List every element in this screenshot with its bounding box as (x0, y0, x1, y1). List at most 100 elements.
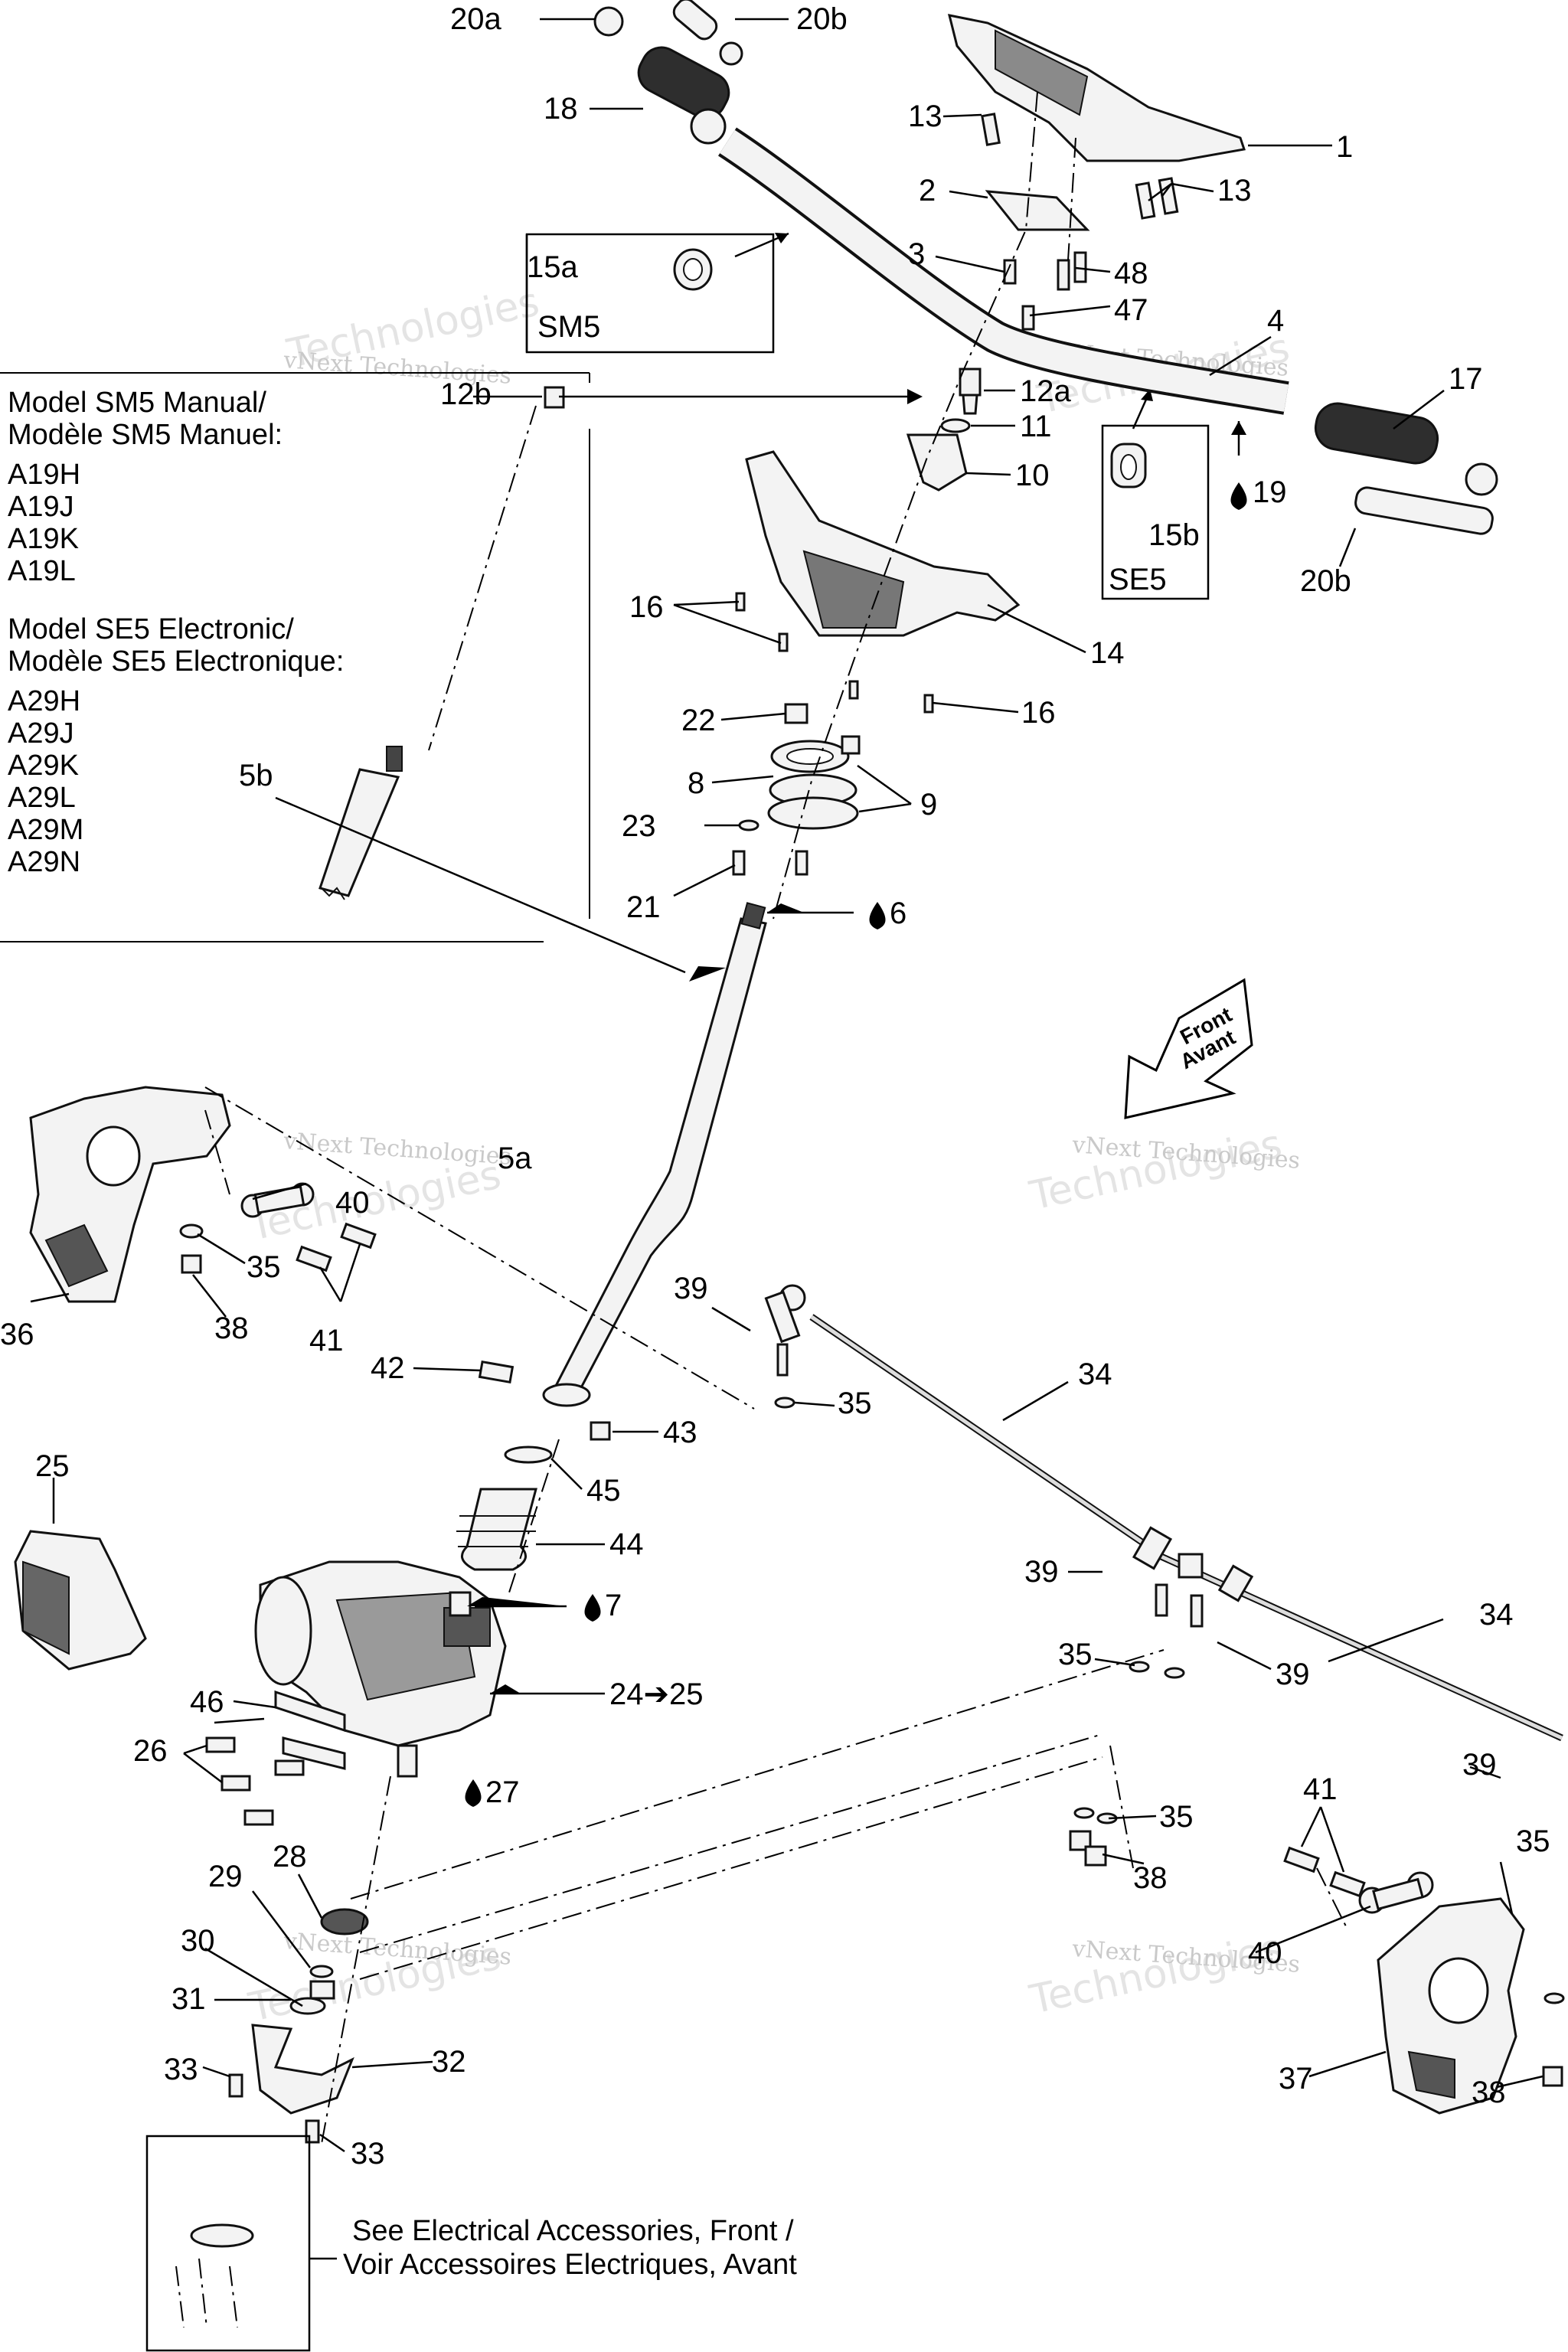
callout-8: 8 (688, 766, 704, 800)
callout-40-left: 40 (335, 1186, 370, 1220)
leader-lines (30, 18, 1544, 2260)
grip-end-20b (1354, 486, 1494, 535)
callout-2: 2 (919, 174, 936, 207)
clamp-10 (906, 433, 968, 492)
manual-title-fr: Modèle SM5 Manuel: (8, 419, 283, 451)
callout-15b: 15b (1148, 518, 1200, 552)
callout-45: 45 (586, 1474, 621, 1508)
callout-31: 31 (172, 1982, 206, 2016)
lubricant-drop-27 (465, 1779, 482, 1807)
electronic-model-3: A29K (8, 750, 79, 782)
callout-12b: 12b (440, 377, 492, 411)
callout-16-right: 16 (1021, 696, 1056, 730)
callout-43: 43 (663, 1416, 697, 1449)
callout-35-far: 35 (1516, 1824, 1550, 1858)
callout-28: 28 (273, 1840, 307, 1873)
rod-end-28 (320, 1908, 369, 1936)
callout-10: 10 (1015, 459, 1050, 492)
electronic-model-5: A29M (8, 814, 83, 846)
electronic-model-6: A29N (8, 846, 80, 878)
callout-27: 27 (485, 1775, 520, 1809)
callout-47: 47 (1114, 293, 1148, 327)
callout-12a: 12a (1020, 374, 1071, 408)
callout-42: 42 (371, 1351, 405, 1385)
callout-38-right: 38 (1472, 2076, 1506, 2109)
callout-26: 26 (133, 1734, 168, 1768)
callout-5b: 5b (239, 759, 273, 792)
callout-24: 24➔25 (609, 1677, 704, 1711)
right-knuckle (1069, 1807, 1565, 2115)
electronic-title-fr: Modèle SE5 Electronique: (8, 645, 344, 678)
inset-sm5: SM5 (525, 232, 789, 354)
manual-title-en: Model SM5 Manual/ (8, 387, 266, 419)
callout-41-left: 41 (309, 1324, 344, 1357)
column-5a (553, 917, 767, 1395)
callout-4: 4 (1267, 304, 1284, 338)
callout-22: 22 (681, 704, 716, 737)
inset-se5-label: SE5 (1109, 563, 1167, 596)
callout-1: 1 (1336, 130, 1353, 164)
callout-25: 25 (35, 1449, 70, 1483)
left-knuckle (29, 1086, 377, 1303)
callout-35-left: 35 (247, 1250, 281, 1284)
lubricant-drop-6 (869, 902, 886, 929)
callout-14: 14 (1090, 636, 1125, 670)
callout-7: 7 (605, 1589, 622, 1622)
callout-20b-top: 20b (796, 2, 848, 36)
callout-35-mid: 35 (838, 1387, 872, 1420)
callout-36: 36 (0, 1318, 34, 1351)
callout-33-bottom: 33 (351, 2137, 385, 2171)
callout-34-right: 34 (1479, 1598, 1514, 1632)
inset-se5: SE5 (1101, 389, 1210, 600)
right-grip (1314, 402, 1439, 465)
callout-19: 19 (1253, 475, 1287, 509)
callout-20b-right: 20b (1300, 564, 1351, 598)
model-legend: Model SM5 Manual/ Modèle SM5 Manuel: A19… (0, 372, 590, 942)
reference-note-en: See Electrical Accessories, Front / (352, 2215, 794, 2247)
electronic-title-en: Model SE5 Electronic/ (8, 613, 294, 645)
callout-33-left: 33 (164, 2053, 198, 2086)
manual-model-2: A19J (8, 491, 74, 523)
callout-3: 3 (908, 237, 925, 271)
callout-44: 44 (609, 1527, 644, 1561)
callout-39-mid: 39 (1024, 1555, 1059, 1589)
clamp-plate (985, 190, 1090, 231)
alignment-lines (204, 91, 1348, 2145)
callout-35-lower: 35 (1058, 1638, 1093, 1671)
callout-labels: 20a 20b 18 13 1 2 13 15a 3 48 47 4 12b 1… (0, 2, 1550, 2171)
callout-13-top: 13 (908, 100, 942, 133)
bolt-12a (959, 368, 982, 397)
callout-41-right: 41 (1303, 1772, 1338, 1806)
washer-11 (940, 418, 971, 433)
left-grip (637, 46, 730, 119)
callout-29: 29 (208, 1860, 243, 1893)
callout-16-left: 16 (629, 590, 664, 624)
callout-34-top: 34 (1078, 1357, 1112, 1391)
bolt-21 (732, 850, 746, 876)
callout-30: 30 (181, 1924, 215, 1958)
callout-6: 6 (890, 897, 906, 930)
lubricant-drop-7 (584, 1594, 601, 1622)
callout-18: 18 (544, 92, 578, 126)
reference-note-fr: Voir Accessoires Electriques, Avant (343, 2249, 797, 2281)
lower-linkage: See Electrical Accessories, Front / Voir… (145, 1908, 797, 2352)
callout-17: 17 (1449, 362, 1483, 396)
callout-38-left: 38 (214, 1312, 249, 1345)
callout-37: 37 (1279, 2062, 1313, 2096)
callout-13-right: 13 (1217, 174, 1252, 207)
callout-32: 32 (432, 2045, 466, 2079)
handlebar-assembly (593, 0, 1498, 535)
callout-21: 21 (626, 890, 661, 924)
nut-22 (784, 703, 808, 724)
tie-rods (764, 1284, 1563, 1742)
callout-38-mid: 38 (1133, 1861, 1168, 1895)
bolt-42 (478, 1360, 514, 1384)
boot-44 (460, 1488, 537, 1571)
manual-model-4: A19L (8, 555, 76, 587)
nut-43 (590, 1421, 611, 1441)
callout-9: 9 (920, 788, 937, 822)
callout-39-top: 39 (674, 1272, 708, 1305)
lubricant-drop-19 (1230, 482, 1247, 510)
callout-48: 48 (1114, 256, 1148, 290)
